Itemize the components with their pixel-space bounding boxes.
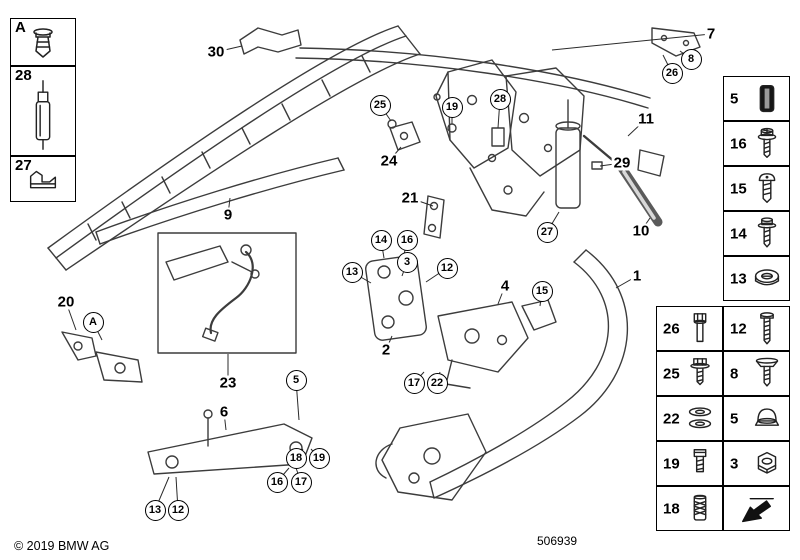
- left-panel-box-A: A: [10, 18, 76, 66]
- callout-circled-17: 17: [290, 471, 312, 493]
- part-number: 8: [730, 365, 739, 382]
- right-panel-cell-25: 25: [656, 351, 723, 396]
- right-panel-cell-5: 5: [723, 76, 790, 121]
- callout-21: 21: [399, 189, 421, 207]
- sleeve-icon: [748, 80, 786, 118]
- direction-arrow-icon: [738, 492, 776, 530]
- callout-2: 2: [379, 341, 393, 359]
- right-panel-cell-arrow: [723, 486, 790, 531]
- right-panel-cell-26: 26: [656, 306, 723, 351]
- callout-circled-8: 8: [680, 48, 702, 70]
- right-panel-cell-5: 5: [723, 396, 790, 441]
- callout-11: 11: [636, 110, 656, 128]
- callout-10: 10: [630, 222, 652, 240]
- part-number: 26: [663, 320, 680, 337]
- expansion-rivet-icon: [23, 24, 63, 64]
- right-panel-cell-3: 3: [723, 441, 790, 486]
- right-panel-cell-19: 19: [656, 441, 723, 486]
- pan-head-screw-icon: [748, 170, 786, 208]
- flange-screw-icon: [681, 355, 719, 393]
- callout-circled-25: 25: [369, 94, 391, 116]
- flanged-screw-icon: [748, 215, 786, 253]
- callout-4: 4: [498, 277, 512, 295]
- part-number: 15: [730, 180, 747, 197]
- right-panel-cell-13: 13: [723, 256, 790, 301]
- callout-circled-A: A: [82, 311, 104, 333]
- callout-circled-13: 13: [341, 261, 363, 283]
- part-number: 25: [663, 365, 680, 382]
- callout-circled-17: 17: [403, 372, 425, 394]
- callout-30: 30: [205, 43, 227, 61]
- part-number: 22: [663, 410, 680, 427]
- part-number: 5: [730, 90, 739, 107]
- callout-24: 24: [378, 152, 400, 170]
- copyright-text: © 2019 BMW AG: [14, 539, 110, 553]
- screw-washer-icon: [748, 125, 786, 163]
- part-number: 19: [663, 455, 680, 472]
- part-number: 13: [730, 270, 747, 287]
- callout-circled-22: 22: [426, 372, 448, 394]
- callout-29: 29: [611, 154, 633, 172]
- callout-circled-12: 12: [436, 257, 458, 279]
- bracket-icon: [23, 162, 63, 200]
- callout-circled-3: 3: [396, 251, 418, 273]
- part-number: 27: [15, 157, 32, 174]
- knurled-sleeve-icon: [681, 490, 719, 528]
- countersunk-screw-icon: [748, 355, 786, 393]
- callout-circled-18: 18: [285, 447, 307, 469]
- callout-circled-5: 5: [285, 369, 307, 391]
- right-panel-cell-14: 14: [723, 211, 790, 256]
- long-screw-icon: [748, 310, 786, 348]
- callout-circled-26: 26: [661, 62, 683, 84]
- right-panel-cell-12: 12: [723, 306, 790, 351]
- callout-23: 23: [217, 374, 239, 392]
- right-panel-cell-16: 16: [723, 121, 790, 166]
- part-number: 14: [730, 225, 747, 242]
- right-panel-cell-18: 18: [656, 486, 723, 531]
- hex-nut-icon: [748, 445, 786, 483]
- right-panel-cell-15: 15: [723, 166, 790, 211]
- callout-1: 1: [630, 267, 644, 285]
- callout-circled-19: 19: [441, 96, 463, 118]
- part-number: 5: [730, 410, 739, 427]
- callout-circled-27: 27: [536, 221, 558, 243]
- part-number: 18: [663, 500, 680, 517]
- part-number: 16: [730, 135, 747, 152]
- right-panel-cell-22: 22: [656, 396, 723, 441]
- part-number: A: [15, 19, 26, 36]
- callout-circled-19: 19: [308, 447, 330, 469]
- callout-circled-15: 15: [531, 280, 553, 302]
- left-panel-box-28: 28: [10, 66, 76, 156]
- callout-20: 20: [55, 293, 77, 311]
- callout-circled-12: 12: [167, 499, 189, 521]
- left-panel-box-27: 27: [10, 156, 76, 202]
- callout-6: 6: [217, 403, 231, 421]
- washer-icon: [681, 400, 719, 438]
- callout-7: 7: [704, 25, 718, 43]
- grommet-icon: [748, 260, 786, 298]
- part-number: 12: [730, 320, 747, 337]
- torx-screw-icon: [681, 445, 719, 483]
- callout-circled-16: 16: [396, 229, 418, 251]
- part-number: 28: [15, 67, 32, 84]
- callout-circled-14: 14: [370, 229, 392, 251]
- part-number: 3: [730, 455, 739, 472]
- right-panel-cell-8: 8: [723, 351, 790, 396]
- callout-circled-16: 16: [266, 471, 288, 493]
- callout-circled-13: 13: [144, 499, 166, 521]
- callout-9: 9: [221, 206, 235, 224]
- callout-circled-28: 28: [489, 88, 511, 110]
- cap-icon: [748, 400, 786, 438]
- diagram-number: 506939: [537, 534, 578, 548]
- damper-icon: [24, 77, 62, 153]
- hex-bolt-icon: [681, 310, 719, 348]
